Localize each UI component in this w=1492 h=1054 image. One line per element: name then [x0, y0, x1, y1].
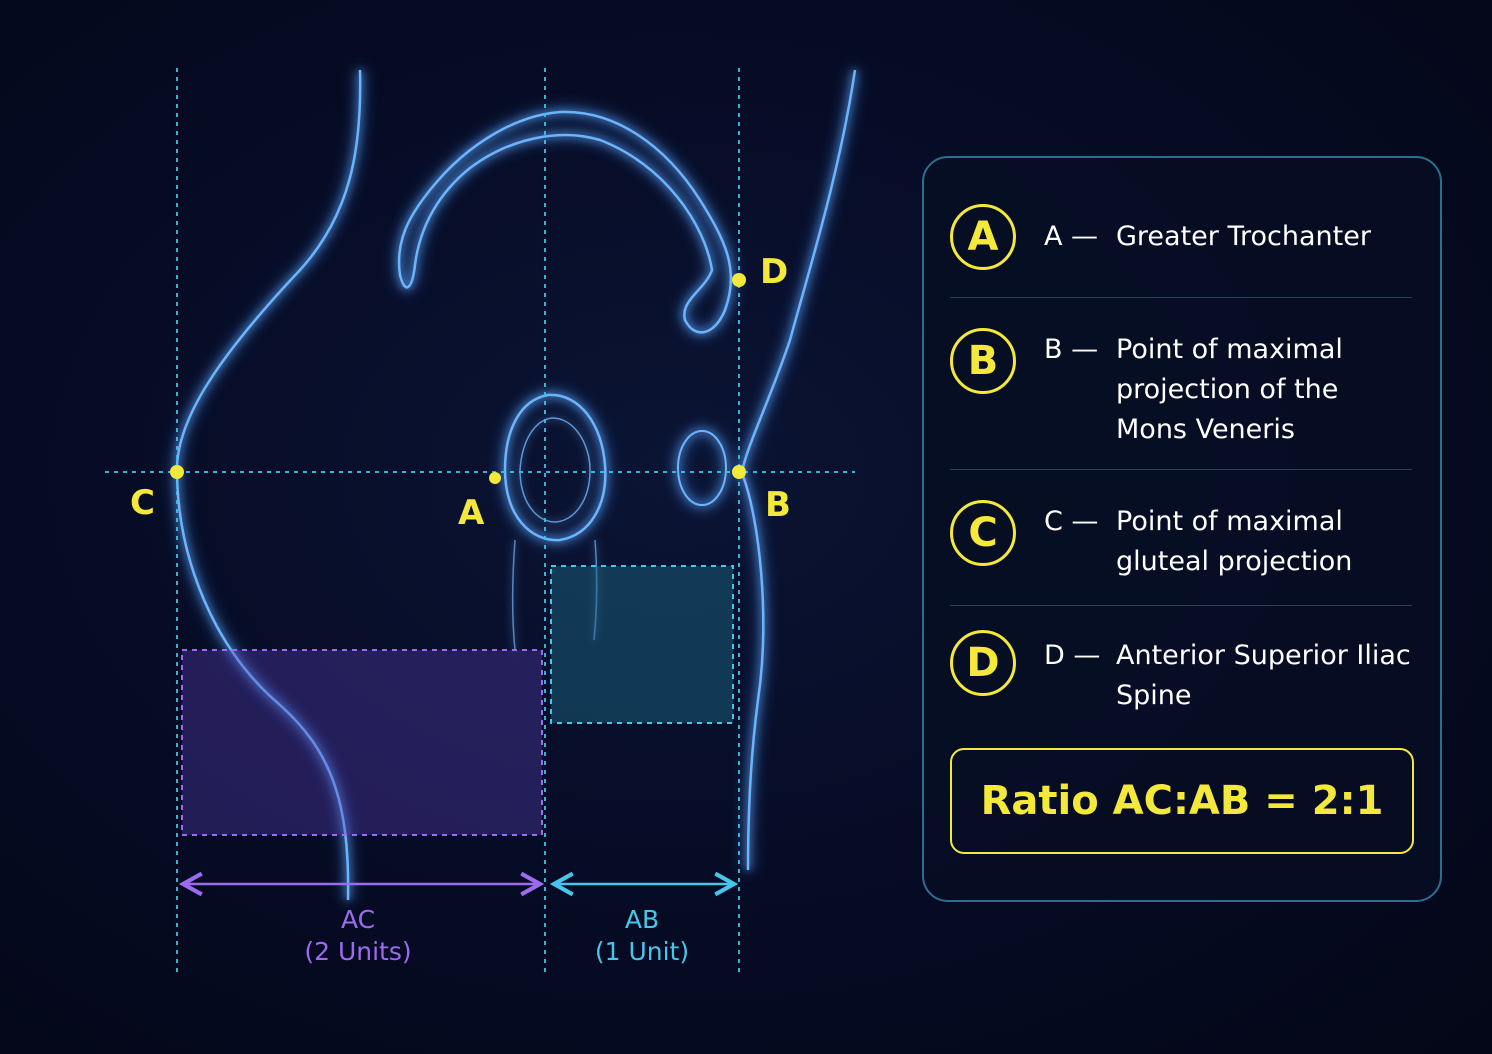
legend-key-d: D — — [1044, 640, 1101, 671]
legend-text-d: Anterior Superior Iliac Spine — [1116, 640, 1411, 711]
badge-d: D — [950, 630, 1016, 696]
ratio-box: Ratio AC:AB = 2:1 — [950, 748, 1414, 854]
point-b-marker — [732, 465, 746, 479]
badge-b: B — [950, 328, 1016, 394]
legend-key-c: C — — [1044, 506, 1099, 537]
legend-text-a: Greater Trochanter — [1116, 221, 1371, 252]
point-d-marker — [732, 273, 746, 287]
ab-region-box — [550, 565, 734, 724]
ac-dimension-label: AC — [341, 905, 375, 934]
badge-a: A — [950, 204, 1016, 270]
landmark-points — [170, 273, 746, 484]
point-c-marker — [170, 465, 184, 479]
legend-text-c: Point of maximal gluteal projection — [1116, 506, 1353, 577]
point-a-marker — [489, 472, 501, 484]
legend-panel: A A — Greater Trochanter B B — Point of … — [922, 156, 1442, 902]
point-d-label: D — [760, 252, 788, 292]
badge-c: C — [950, 500, 1016, 566]
legend-item-a: A A — Greater Trochanter — [950, 204, 1412, 298]
ac-dimension-units: (2 Units) — [304, 937, 411, 966]
legend-item-b: B B — Point of maximal projection of the… — [950, 328, 1412, 470]
ac-region-box — [181, 649, 543, 836]
legend-item-d: D D — Anterior Superior Iliac Spine — [950, 630, 1412, 720]
legend-key-b: B — — [1044, 334, 1099, 365]
legend-item-c: C C — Point of maximal gluteal projectio… — [950, 500, 1412, 606]
legend-text-b: Point of maximal projection of the Mons … — [1116, 334, 1343, 445]
guide-lines — [105, 68, 855, 975]
point-a-label: A — [458, 493, 485, 533]
legend-key-a: A — — [1044, 221, 1099, 252]
ab-dimension-label: AB — [625, 905, 659, 934]
point-c-label: C — [130, 483, 155, 523]
point-b-label: B — [765, 485, 791, 525]
ab-dimension-units: (1 Unit) — [595, 937, 689, 966]
